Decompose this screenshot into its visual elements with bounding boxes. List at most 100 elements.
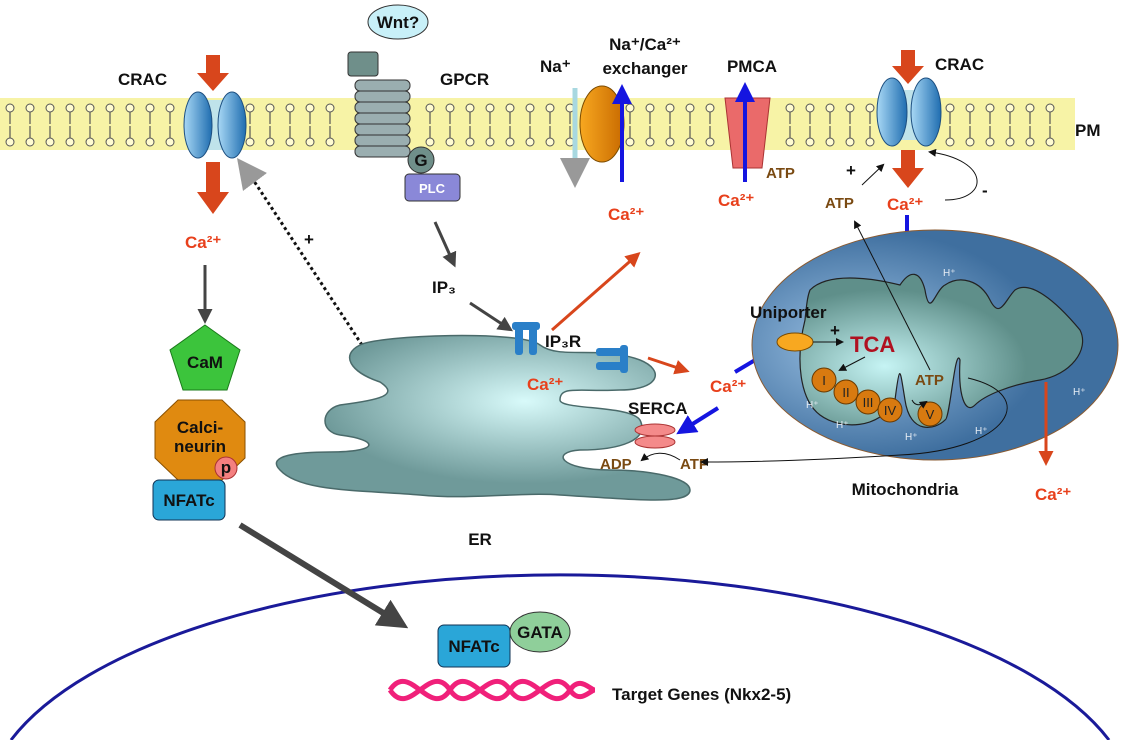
- pmca-pump: [724, 97, 771, 169]
- lipid-head: [505, 137, 515, 147]
- inhibition-arrow: [928, 148, 978, 201]
- transmembrane-helix: [354, 90, 411, 103]
- mito-efflux-ca-label: Ca²⁺: [1035, 485, 1071, 504]
- lipid-head: [545, 103, 555, 113]
- serca-label: SERCA: [628, 399, 688, 418]
- lipid-head: [705, 103, 715, 113]
- complex-label: V: [926, 407, 935, 422]
- lipid-head: [965, 103, 975, 113]
- released-ca-label: Ca²⁺: [608, 205, 644, 224]
- gray-arrowhead: [237, 158, 267, 191]
- lipid-head: [25, 137, 35, 147]
- lipid-head: [645, 137, 655, 147]
- plc-box: [404, 173, 461, 202]
- pmca-atp-label: ATP: [766, 165, 795, 182]
- crac-right-label: CRAC: [935, 55, 984, 74]
- gpcr-label: GPCR: [440, 70, 489, 89]
- complex-IV: [877, 397, 903, 423]
- lipid-head: [805, 103, 815, 113]
- lipid-head: [465, 103, 475, 113]
- lipid-head: [965, 137, 975, 147]
- complex-label: II: [842, 385, 849, 400]
- serca-pump: [634, 423, 676, 437]
- na-label: Na⁺: [540, 57, 571, 76]
- lipid-head: [5, 137, 15, 147]
- lipid-head: [65, 103, 75, 113]
- arrow: [433, 221, 457, 268]
- lipid-head: [485, 103, 495, 113]
- crac-channel-right: [876, 50, 942, 188]
- red-arrow-icon: [892, 50, 924, 84]
- proton-label: H⁺: [806, 400, 819, 411]
- adp-label: ADP: [600, 456, 632, 473]
- ip3-receptor: [596, 345, 628, 373]
- ip3-receptor: [512, 322, 540, 355]
- g-label: G: [414, 151, 427, 170]
- lipid-head: [945, 137, 955, 147]
- complex-III: [855, 389, 881, 415]
- lipid-head: [325, 103, 335, 113]
- lipid-head: [465, 137, 475, 147]
- lipid-head: [705, 137, 715, 147]
- proton-label: H⁺: [905, 432, 918, 443]
- lipid-head: [445, 137, 455, 147]
- wnt-label: Wnt?: [377, 13, 419, 32]
- ip3-label: IP₃: [432, 278, 456, 297]
- lipid-head: [245, 103, 255, 113]
- cam-pentagon: [169, 324, 241, 391]
- dna-strand: [387, 679, 596, 701]
- lipid-head: [85, 103, 95, 113]
- lipid-head: [825, 103, 835, 113]
- lipid-head: [865, 103, 875, 113]
- complex-I: [811, 367, 837, 393]
- lipid-head: [545, 137, 555, 147]
- plus-sign: +: [304, 230, 314, 249]
- proton-label: H⁺: [975, 426, 988, 437]
- lipid-head: [525, 103, 535, 113]
- cam-label: CaM: [187, 353, 223, 372]
- transmembrane-helix: [354, 134, 411, 147]
- lipid-head: [5, 103, 15, 113]
- lipid-head: [45, 103, 55, 113]
- wnt-ligand: [367, 4, 429, 40]
- lipid-head: [325, 137, 335, 147]
- calcineurin-label-2: neurin: [174, 437, 226, 456]
- lipid-head: [145, 103, 155, 113]
- transmembrane-helix: [354, 123, 411, 136]
- serca-pump: [634, 435, 676, 449]
- lipid-head: [145, 137, 155, 147]
- lipid-head: [865, 137, 875, 147]
- lipid-head: [625, 137, 635, 147]
- crac-minus: -: [982, 181, 988, 200]
- arrow: [469, 301, 514, 332]
- lipid-head: [425, 103, 435, 113]
- lipid-bilayer: [5, 103, 1055, 147]
- red-arrow-icon: [892, 150, 924, 188]
- g-protein: [407, 146, 435, 174]
- lipid-head: [665, 103, 675, 113]
- lipid-head: [305, 137, 315, 147]
- lipid-head: [1045, 137, 1055, 147]
- lipid-head: [105, 103, 115, 113]
- lipid-head: [165, 103, 175, 113]
- endoplasmic-reticulum: [275, 334, 691, 501]
- arrow: [861, 163, 885, 186]
- release-arrow: [551, 252, 641, 332]
- lipid-head: [845, 103, 855, 113]
- lipid-head: [685, 103, 695, 113]
- pmca-label: PMCA: [727, 57, 777, 76]
- lipid-head: [265, 137, 275, 147]
- lipid-head: [125, 137, 135, 147]
- lipid-head: [265, 103, 275, 113]
- lipid-head: [505, 103, 515, 113]
- lipid-head: [1025, 103, 1035, 113]
- lipid-head: [425, 137, 435, 147]
- exchanger-label-2: exchanger: [602, 59, 687, 78]
- pm-label: PM: [1075, 121, 1101, 140]
- lipid-head: [305, 103, 315, 113]
- lipid-head: [165, 137, 175, 147]
- phosphate-label: p: [221, 458, 231, 477]
- mito-atp-label: ATP: [915, 372, 944, 389]
- nucleus-envelope: [9, 573, 1111, 740]
- release-arrow: [647, 356, 690, 375]
